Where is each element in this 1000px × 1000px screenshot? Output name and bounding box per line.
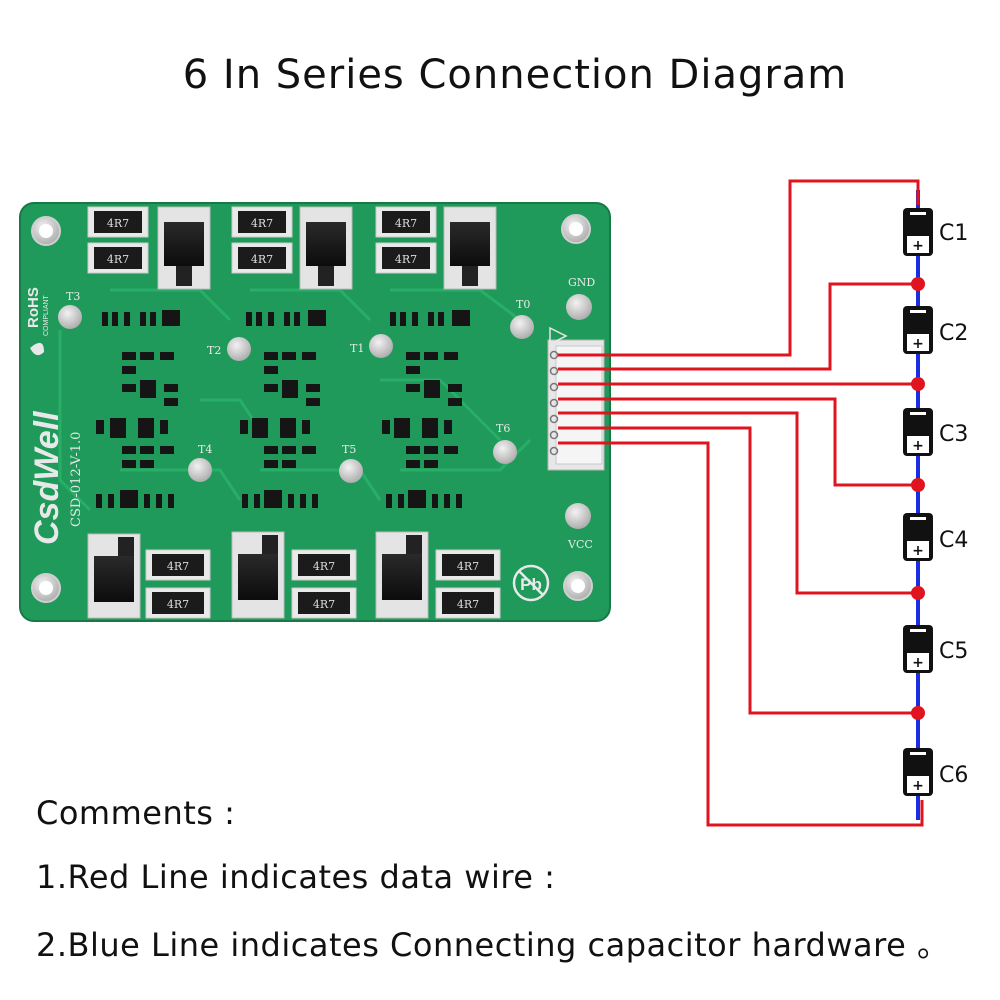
capacitor-c4: + C4 [903, 513, 968, 561]
svg-text:C6: C6 [939, 763, 968, 788]
svg-text:4R7: 4R7 [107, 253, 129, 266]
data-wire-5 [558, 411, 918, 595]
test-pad-t1: T1 [350, 334, 393, 358]
mounting-hole [563, 571, 593, 601]
mosfet-chip [443, 206, 497, 290]
test-pad-t6: T6 [493, 422, 517, 464]
svg-text:VCC: VCC [567, 538, 593, 551]
power-resistor: 4R7 [375, 206, 437, 238]
svg-text:T1: T1 [350, 342, 364, 355]
svg-text:+: + [912, 543, 924, 559]
svg-text:4R7: 4R7 [313, 598, 335, 611]
svg-text:C4: C4 [939, 528, 968, 553]
capacitor-c5: + C5 [903, 625, 968, 673]
junction-dot [911, 706, 925, 720]
power-resistor: 4R7 [87, 242, 149, 274]
junction-dot [911, 586, 925, 600]
page-title: 6 In Series Connection Diagram [182, 52, 848, 98]
rohs-compliant: COMPLIANT [43, 294, 50, 336]
svg-text:T5: T5 [342, 443, 356, 456]
svg-text:4R7: 4R7 [107, 217, 129, 230]
junction-dot [911, 478, 925, 492]
svg-text:4R7: 4R7 [251, 217, 273, 230]
svg-text:4R7: 4R7 [395, 253, 417, 266]
mounting-hole [31, 573, 61, 603]
svg-text:GND: GND [568, 276, 595, 289]
mosfet-chip [87, 533, 141, 619]
comments-heading: Comments : [36, 794, 236, 832]
power-resistor: 4R7 [231, 242, 293, 274]
junction-dot [911, 277, 925, 291]
svg-text:T3: T3 [66, 290, 80, 303]
svg-text:+: + [912, 778, 924, 794]
data-wire-4 [558, 397, 918, 487]
power-resistor: 4R7 [291, 549, 357, 581]
capacitor-c6: + C6 [903, 748, 968, 796]
svg-text:4R7: 4R7 [457, 560, 479, 573]
mosfet-chip [299, 206, 353, 290]
mosfet-chip [231, 531, 285, 619]
rohs-mark: RoHS [25, 287, 42, 328]
svg-text:4R7: 4R7 [313, 560, 335, 573]
data-wire-1 [558, 179, 920, 357]
mounting-hole [561, 214, 591, 244]
power-resistor: 4R7 [375, 242, 437, 274]
data-wire-7 [558, 441, 924, 827]
leaf-icon [30, 342, 44, 356]
data-wires [558, 179, 924, 827]
capacitor-c1: + C1 [903, 208, 968, 256]
junction-dots [911, 277, 925, 720]
data-wire-6 [558, 426, 918, 715]
svg-text:4R7: 4R7 [167, 560, 189, 573]
svg-text:+: + [912, 336, 924, 352]
test-pad-t4: T4 [188, 443, 212, 482]
mosfet-chip [375, 531, 429, 619]
svg-text:+: + [912, 238, 924, 254]
smd-components [96, 310, 470, 508]
power-resistor: 4R7 [87, 206, 149, 238]
comment-line-data-wire: 1.Red Line indicates data wire : [36, 858, 556, 896]
svg-text:T6: T6 [496, 422, 510, 435]
brand-logo: CsdWell [28, 410, 66, 545]
svg-text:T2: T2 [207, 344, 221, 357]
test-pad-t3: T3 [58, 290, 82, 329]
svg-text:T4: T4 [198, 443, 212, 456]
power-resistor: 4R7 [145, 587, 211, 619]
mosfet-chip [157, 206, 211, 290]
svg-text:4R7: 4R7 [457, 598, 479, 611]
mounting-hole [31, 216, 61, 246]
svg-text:+: + [912, 655, 924, 671]
svg-text:4R7: 4R7 [167, 598, 189, 611]
svg-text:4R7: 4R7 [395, 217, 417, 230]
svg-text:C1: C1 [939, 221, 968, 246]
capacitor-c3: + C3 [903, 408, 968, 456]
svg-text:T0: T0 [516, 298, 530, 311]
test-pad-t2: T2 [207, 337, 251, 361]
svg-text:C3: C3 [939, 422, 968, 447]
test-pad-gnd: GND [566, 276, 595, 320]
pcb-board: 4R7 4R7 4R7 4R7 4R [19, 202, 611, 622]
power-resistor: 4R7 [145, 549, 211, 581]
test-pad-vcc: VCC [565, 503, 593, 551]
power-resistor: 4R7 [231, 206, 293, 238]
junction-dot [911, 377, 925, 391]
svg-text:+: + [912, 438, 924, 454]
svg-text:4R7: 4R7 [251, 253, 273, 266]
svg-text:C2: C2 [939, 321, 968, 346]
pb-free-icon: Pb [512, 564, 550, 602]
test-pad-t5: T5 [339, 443, 363, 483]
power-resistor: 4R7 [435, 587, 501, 619]
power-resistor: 4R7 [291, 587, 357, 619]
svg-text:C5: C5 [939, 639, 968, 664]
data-wire-2 [558, 282, 918, 371]
comment-line-capacitor-link: 2.Blue Line indicates Connecting capacit… [36, 926, 950, 964]
power-resistor: 4R7 [435, 549, 501, 581]
test-pad-t0: T0 [510, 298, 534, 339]
capacitor-c2: + C2 [903, 306, 968, 354]
board-version: CSD-012-V-1.0 [69, 432, 84, 527]
